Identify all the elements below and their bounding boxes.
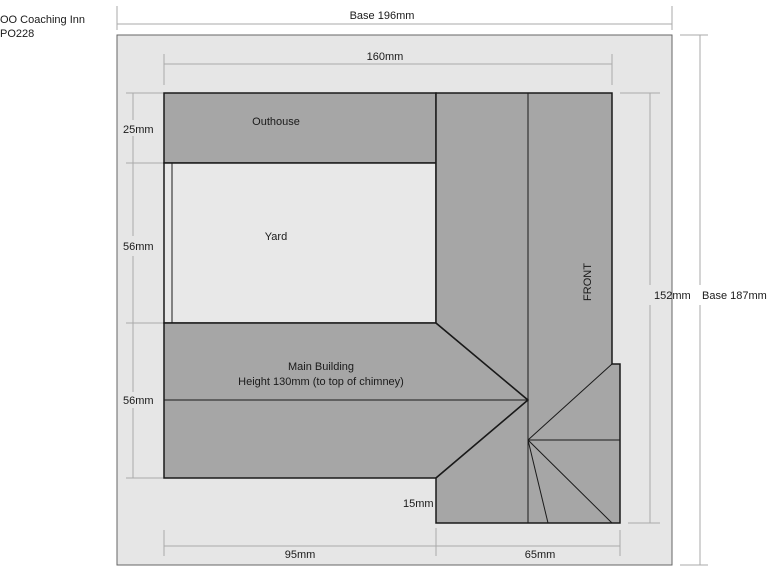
overall-depth-label: 152mm — [654, 290, 691, 302]
yard — [163, 162, 437, 324]
overall-width-label: 160mm — [367, 51, 404, 63]
outhouse-label: Outhouse — [252, 116, 300, 128]
outhouse — [163, 92, 437, 164]
base-depth-label: Base 187mm — [702, 290, 767, 302]
model-code: PO228 — [0, 28, 35, 40]
left-width-label: 95mm — [285, 549, 316, 561]
left-depth-guide — [126, 92, 164, 479]
main-building-height: Height 130mm (to top of chimney) — [238, 376, 404, 388]
front-wing-roof-lines — [527, 93, 620, 524]
main-building-label: Main Building — [288, 361, 354, 373]
front-step-label: 15mm — [403, 498, 434, 510]
yard-depth-label: 56mm — [123, 241, 154, 253]
model-title: OO Coaching Inn — [0, 14, 85, 26]
main-depth-label: 56mm — [123, 395, 154, 407]
base-width-guide — [116, 6, 673, 30]
front-label: FRONT — [582, 263, 594, 301]
bottom-width-guide — [163, 528, 621, 556]
base-width-label: Base 196mm — [350, 10, 415, 22]
outhouse-depth-label: 25mm — [123, 124, 154, 136]
base-depth-guide — [680, 34, 708, 566]
yard-label: Yard — [265, 231, 287, 243]
right-width-label: 65mm — [525, 549, 556, 561]
overall-width-guide — [163, 54, 613, 85]
overall-depth-guide — [620, 92, 660, 524]
